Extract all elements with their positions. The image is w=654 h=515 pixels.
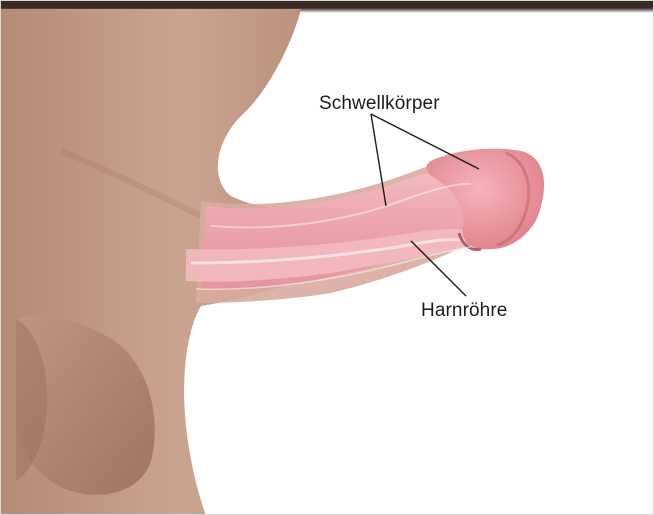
label-urethra: Harnröhre bbox=[421, 300, 507, 322]
leader-line-corpus-2 bbox=[371, 114, 479, 169]
label-corpus-cavernosum: Schwellkörper bbox=[319, 93, 440, 115]
